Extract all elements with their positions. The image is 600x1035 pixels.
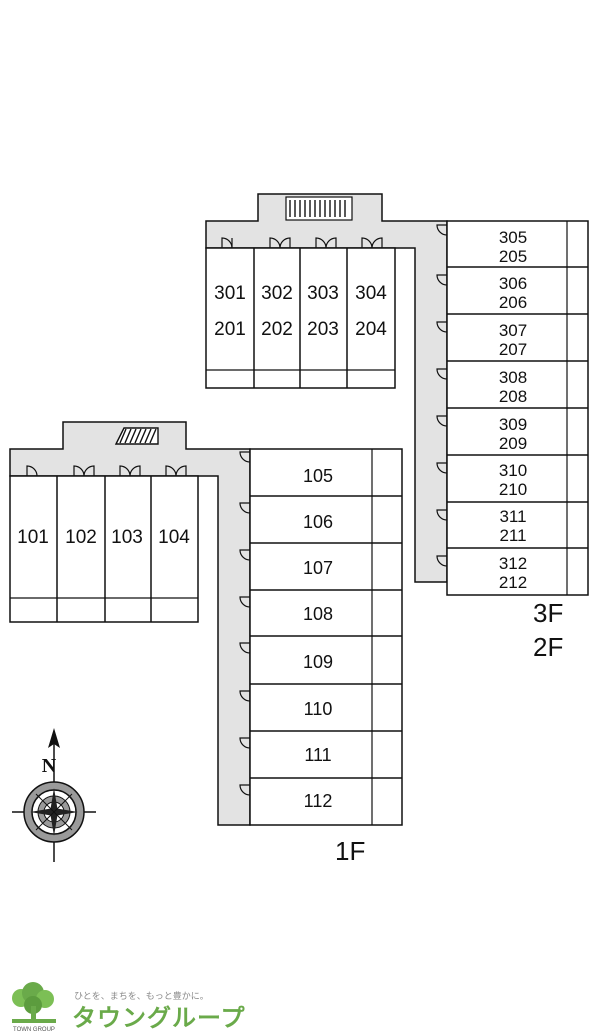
unit-number: 312 [499, 554, 527, 573]
town-group-logo: TOWN GROUP ひとを、まちを、もっと豊かに。 タウングループ [12, 982, 246, 1033]
unit-107: 107 [303, 558, 333, 578]
logo-sub-text: TOWN GROUP [13, 1027, 55, 1033]
unit-number: 205 [499, 247, 527, 266]
unit-109: 109 [303, 652, 333, 672]
unit-111: 111 [304, 745, 331, 765]
unit-105: 105 [303, 466, 333, 486]
unit-number: 209 [499, 434, 527, 453]
unit-number: 310 [499, 461, 527, 480]
unit-309: 309 209 [499, 415, 527, 453]
unit-number: 208 [499, 387, 527, 406]
unit-102: 102 [65, 527, 97, 548]
ground-stair [114, 427, 159, 445]
unit-103: 103 [111, 527, 143, 548]
unit-number: 211 [499, 526, 526, 545]
unit-302: 302 202 [261, 283, 293, 340]
ground-east-door-icons [239, 451, 251, 796]
unit-number: 202 [261, 319, 293, 340]
tree-icon [12, 982, 56, 1023]
unit-310: 310 210 [499, 461, 527, 499]
upper-stair [285, 196, 353, 221]
unit-112: 112 [304, 791, 333, 811]
unit-101: 101 [17, 527, 49, 548]
unit-number: 307 [499, 321, 527, 340]
unit-108: 108 [303, 604, 333, 624]
unit-301: 301 201 [214, 283, 246, 340]
unit-number: 304 [355, 283, 387, 304]
unit-303: 303 203 [307, 283, 339, 340]
unit-number: 308 [499, 368, 527, 387]
upper-stair-treads [289, 200, 346, 217]
logo-brand: タウングループ [72, 1004, 246, 1032]
unit-306: 306 206 [499, 274, 527, 312]
unit-110: 110 [304, 699, 333, 719]
unit-305: 305 205 [499, 228, 527, 266]
north-label: N [42, 755, 57, 777]
unit-number: 306 [499, 274, 527, 293]
unit-308: 308 208 [499, 368, 527, 406]
floor-label-1f: 1F [335, 836, 365, 866]
floor-label-3f: 3F [533, 598, 563, 628]
unit-number: 206 [499, 293, 527, 312]
unit-number: 303 [307, 283, 339, 304]
ground-east-block [249, 448, 403, 826]
unit-106: 106 [303, 512, 333, 532]
ground-building: 101 102 103 104 105 106 107 108 109 110 … [9, 421, 403, 866]
unit-311: 311 211 [499, 507, 526, 545]
ground-west-block [9, 475, 199, 623]
upper-west-door-icons [221, 237, 383, 249]
unit-number: 212 [499, 573, 527, 592]
unit-number: 301 [214, 283, 246, 304]
unit-304: 304 204 [355, 283, 387, 340]
unit-number: 309 [499, 415, 527, 434]
unit-number: 203 [307, 319, 339, 340]
ground-west-door-icons [26, 465, 187, 477]
unit-number: 210 [499, 480, 527, 499]
unit-number: 305 [499, 228, 527, 247]
unit-number: 201 [214, 319, 246, 340]
unit-number: 302 [261, 283, 293, 304]
upper-east-door-icons [436, 224, 448, 567]
floor-label-2f: 2F [533, 632, 563, 662]
unit-104: 104 [158, 527, 190, 548]
unit-number: 204 [355, 319, 387, 340]
unit-307: 307 207 [499, 321, 527, 359]
unit-312: 312 212 [499, 554, 527, 592]
logo-tagline: ひとを、まちを、もっと豊かに。 [74, 990, 209, 1002]
north-arrow-icon [48, 728, 60, 748]
unit-number: 207 [499, 340, 527, 359]
unit-number: 311 [499, 507, 526, 526]
upper-building: 301 201 302 202 303 203 304 204 [205, 193, 589, 662]
compass-rose-icon: N [12, 728, 96, 862]
